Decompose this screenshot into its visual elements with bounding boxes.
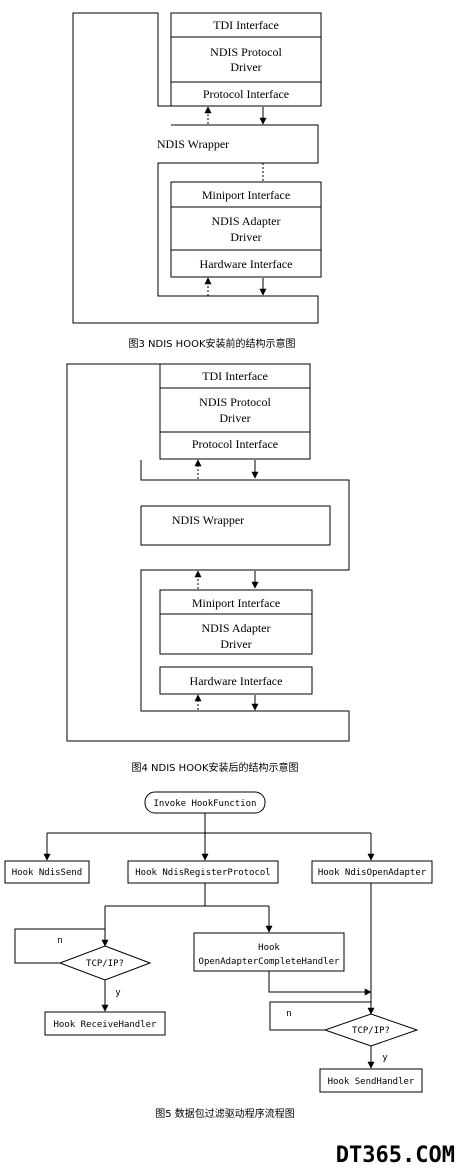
fig3-protocol-driver-line1: NDIS Protocol — [210, 45, 282, 59]
figure-4 — [66, 363, 350, 742]
watermark-logo: DT365.COM — [336, 1143, 455, 1168]
fig4-miniport-interface: Miniport Interface — [192, 596, 280, 610]
fig4-protocol-driver-line2: Driver — [219, 411, 250, 425]
fig5-complete-label-line1: Hook — [258, 943, 280, 953]
fig5-yes-label-right: y — [382, 1053, 388, 1063]
fig5-arrow-complete-to-right — [268, 971, 372, 996]
fig5-loop-right — [269, 1001, 371, 1031]
fig5-caption: 图5 数据包过滤驱动程序流程图 — [155, 1107, 295, 1120]
fig4-outer-loop — [66, 363, 350, 742]
fig3-caption: 图3 NDIS HOOK安装前的结构示意图 — [128, 337, 295, 350]
fig3-tdi-interface: TDI Interface — [213, 18, 279, 32]
fig3-lower-stack — [170, 181, 322, 278]
fig5-loop-left — [14, 928, 105, 964]
fig4-tdi-interface: TDI Interface — [202, 369, 268, 383]
fig4-lower-stack — [159, 589, 313, 655]
fig5-register-protocol-box — [127, 860, 279, 884]
fig3-adapter-driver-line1: NDIS Adapter — [212, 214, 281, 228]
fig5-register-protocol-label: Hook NdisRegisterProtocol — [135, 868, 270, 878]
fig4-upper-stack — [159, 363, 311, 460]
fig5-decision-left-label: TCP/IP? — [86, 959, 124, 969]
fig3-adapter-driver-line2: Driver — [230, 230, 261, 244]
fig5-decision-right-label: TCP/IP? — [352, 1026, 390, 1036]
fig4-caption: 图4 NDIS HOOK安装后的结构示意图 — [131, 761, 298, 774]
fig3-ndis-wrapper: NDIS Wrapper — [157, 137, 229, 151]
fig5-complete-label-line2: OpenAdapterCompleteHandler — [199, 957, 340, 967]
fig4-wrapper-box — [140, 505, 331, 546]
fig5-open-adapter-box — [311, 860, 433, 884]
fig5-open-adapter-label: Hook NdisOpenAdapter — [318, 868, 427, 878]
fig4-adapter-driver-line1: NDIS Adapter — [202, 621, 271, 635]
fig5-ndis-send-box — [4, 860, 90, 884]
fig5-receive-handler-label: Hook ReceiveHandler — [54, 1020, 158, 1030]
fig5-start-label: Invoke HookFunction — [154, 799, 257, 809]
fig3-hardware-interface: Hardware Interface — [200, 257, 293, 271]
fig3-upper-stack — [170, 12, 322, 107]
fig4-adapter-driver-line2: Driver — [220, 637, 251, 651]
fig5-no-label-left: n — [57, 936, 62, 946]
fig5-yes-label-left: y — [115, 988, 121, 998]
fig5-send-handler-box — [319, 1068, 423, 1093]
fig4-ndis-wrapper: NDIS Wrapper — [172, 513, 244, 527]
fig4-hardware-box — [159, 666, 313, 695]
figure-5 — [4, 791, 433, 1093]
fig5-send-handler-label: Hook SendHandler — [328, 1077, 415, 1087]
fig5-no-label-right: n — [286, 1009, 291, 1019]
fig3-protocol-interface: Protocol Interface — [203, 87, 289, 101]
fig4-protocol-interface: Protocol Interface — [192, 437, 278, 451]
fig5-receive-handler-box — [44, 1011, 166, 1036]
fig5-ndis-send-label: Hook NdisSend — [12, 868, 82, 878]
figure-3 — [72, 12, 322, 324]
fig3-protocol-driver-line2: Driver — [230, 60, 261, 74]
fig4-hardware-interface: Hardware Interface — [190, 674, 283, 688]
fig3-miniport-interface: Miniport Interface — [202, 188, 290, 202]
fig3-outer-loop — [72, 12, 319, 324]
fig4-protocol-driver-line1: NDIS Protocol — [199, 395, 271, 409]
